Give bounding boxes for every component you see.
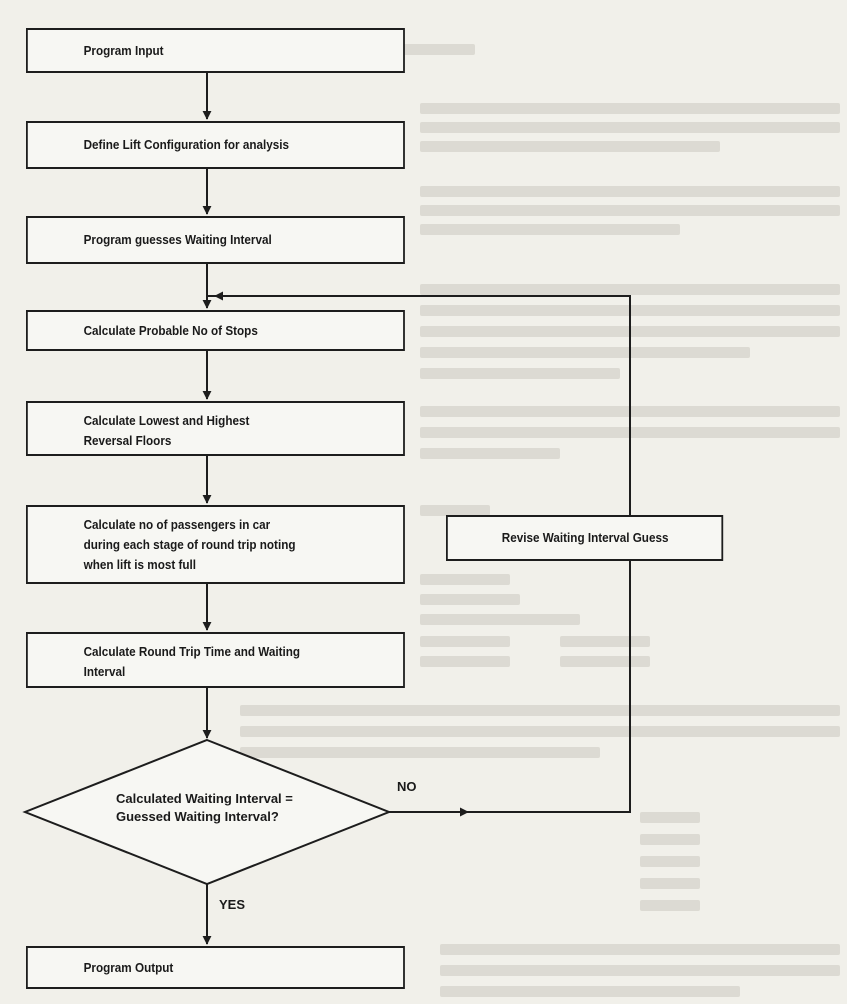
step-program-input-text: Program Input: [83, 42, 164, 58]
step-round-trip: Calculate Round Trip Time and Waiting In…: [26, 632, 405, 688]
decision-no-label: NO: [397, 779, 417, 794]
step-passengers: Calculate no of passengers in car during…: [26, 505, 405, 584]
step-define-configuration-text: Define Lift Configuration for analysis: [83, 137, 290, 152]
decision-yes-label: YES: [219, 897, 246, 912]
step-reversal-floors: Calculate Lowest and Highest Reversal Fl…: [26, 401, 405, 456]
step-revise-guess: Revise Waiting Interval Guess: [446, 515, 724, 561]
step-program-input: Program Input: [26, 28, 405, 73]
step-program-output-text: Program Output: [83, 959, 174, 975]
step-guess-interval-text: Program guesses Waiting Interval: [83, 232, 272, 247]
step-reversal-floors-text: Calculate Lowest and Highest Reversal Fl…: [83, 413, 250, 448]
step-probable-stops-text: Calculate Probable No of Stops: [83, 322, 258, 338]
step-define-configuration: Define Lift Configuration for analysis: [26, 121, 405, 169]
step-revise-guess-text: Revise Waiting Interval Guess: [501, 530, 669, 545]
step-round-trip-text: Calculate Round Trip Time and Waiting In…: [83, 644, 301, 679]
step-guess-interval: Program guesses Waiting Interval: [26, 216, 405, 264]
line-revise-loop: [207, 295, 631, 515]
step-probable-stops: Calculate Probable No of Stops: [26, 310, 405, 351]
line-no-to-revise: [468, 561, 631, 813]
step-passengers-text: Calculate no of passengers in car during…: [83, 517, 296, 572]
decision-text: Calculated Waiting Interval = Guessed Wa…: [116, 791, 293, 824]
step-program-output: Program Output: [26, 946, 405, 989]
